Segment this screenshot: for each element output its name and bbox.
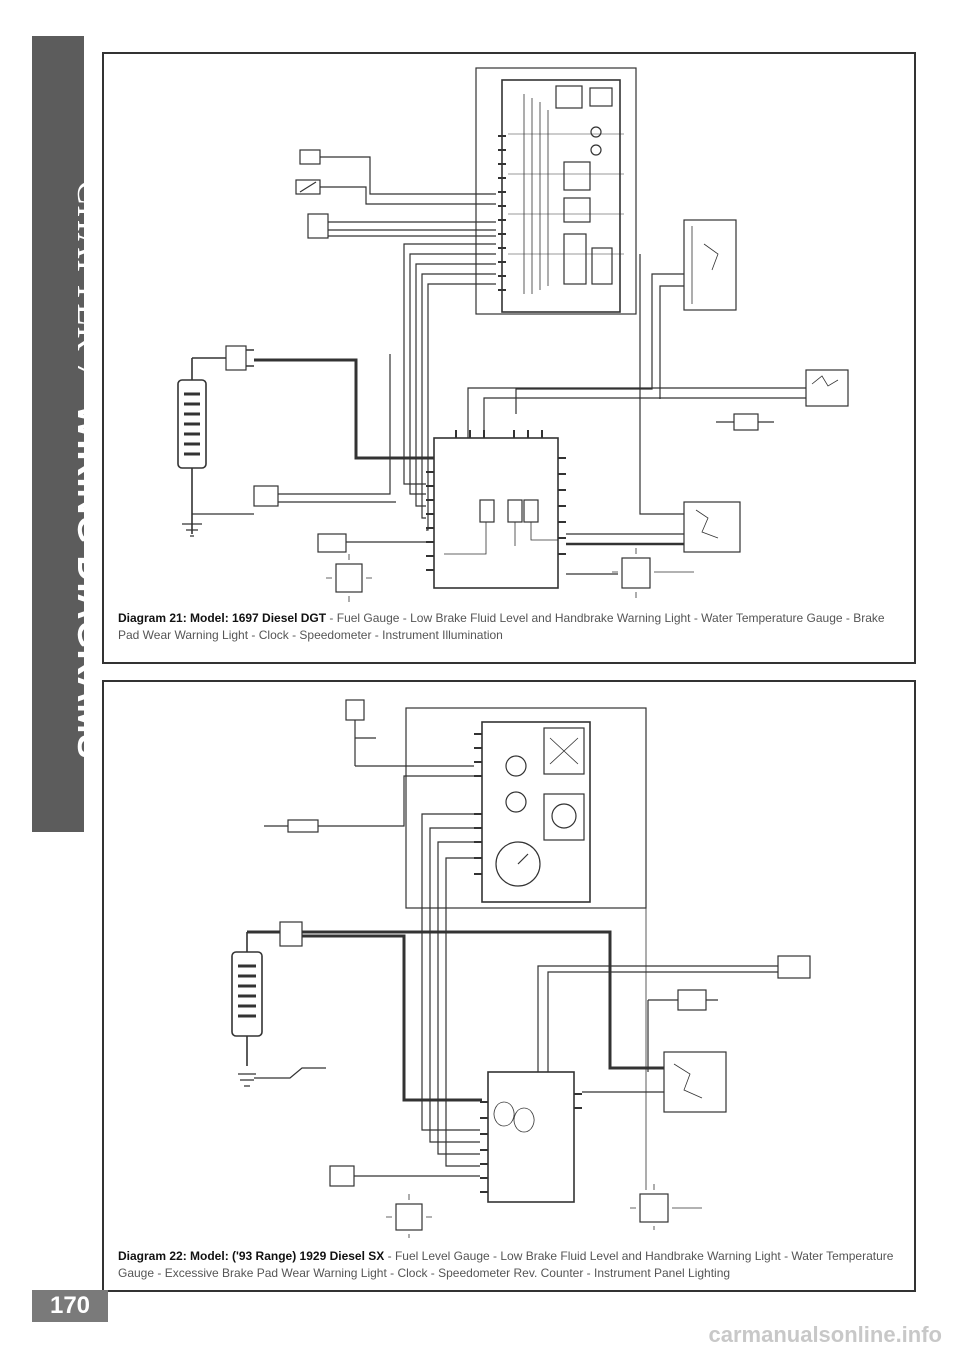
component-connector-lower-right xyxy=(621,557,651,589)
diagram-22-schematic xyxy=(231,699,811,1238)
component-relay xyxy=(307,213,329,239)
diagram-21-panel: Diagram 21: Model: 1697 Diesel DGT - Fue… xyxy=(102,52,916,664)
diagram-21-caption: Diagram 21: Model: 1697 Diesel DGT - Fue… xyxy=(118,610,904,644)
diagram-22-caption: Diagram 22: Model: ('93 Range) 1929 Dies… xyxy=(118,1248,904,1282)
component-speed-sensor xyxy=(317,533,347,553)
component-warning-light xyxy=(677,989,707,1011)
component-connector-lower-right xyxy=(639,1193,669,1223)
chapter-sidebar: CHAPTER 7WIRING DIAGRAMS xyxy=(32,36,111,832)
control-unit xyxy=(433,437,559,589)
component-pad-wear-sensor xyxy=(805,369,849,407)
instrument-cluster-outer xyxy=(405,707,647,909)
fuse-box xyxy=(225,345,247,371)
component-connector-lower-left xyxy=(335,563,363,593)
instrument-cluster-outer xyxy=(475,67,637,315)
component-level-sensor xyxy=(663,1051,727,1113)
ground-block xyxy=(253,485,279,507)
fuse-box xyxy=(279,921,303,947)
diagram-22-panel: Diagram 22: Model: ('93 Range) 1929 Dies… xyxy=(102,680,916,1292)
diagram-21-description: - Fuel Gauge - Low Brake Fluid Level and… xyxy=(118,611,885,642)
watermark: carmanualsonline.info xyxy=(708,1322,943,1347)
component-fuse-top xyxy=(345,699,365,721)
component-speed-sensor xyxy=(329,1165,355,1187)
diagram-22-description: - Fuel Level Gauge - Low Brake Fluid Lev… xyxy=(118,1249,894,1280)
instrument-cluster-board xyxy=(481,721,591,903)
component-resistor xyxy=(287,819,319,833)
page-number: 170 xyxy=(32,1290,108,1322)
component-brake-switch xyxy=(683,219,737,311)
diagram-22-title: Diagram 22: Model: ('93 Range) 1929 Dies… xyxy=(118,1249,385,1263)
component-level-sensor xyxy=(683,501,741,553)
component-connector-lower-left xyxy=(395,1203,423,1231)
component-warning-light xyxy=(733,413,759,431)
diagram-21-title: Diagram 21: Model: 1697 Diesel DGT xyxy=(118,611,327,625)
control-unit xyxy=(487,1071,575,1203)
component-pad-wear-sensor xyxy=(777,955,811,979)
diagram-21-schematic xyxy=(177,67,849,602)
component-clock-switch xyxy=(299,149,321,165)
instrument-cluster-board xyxy=(501,79,621,313)
